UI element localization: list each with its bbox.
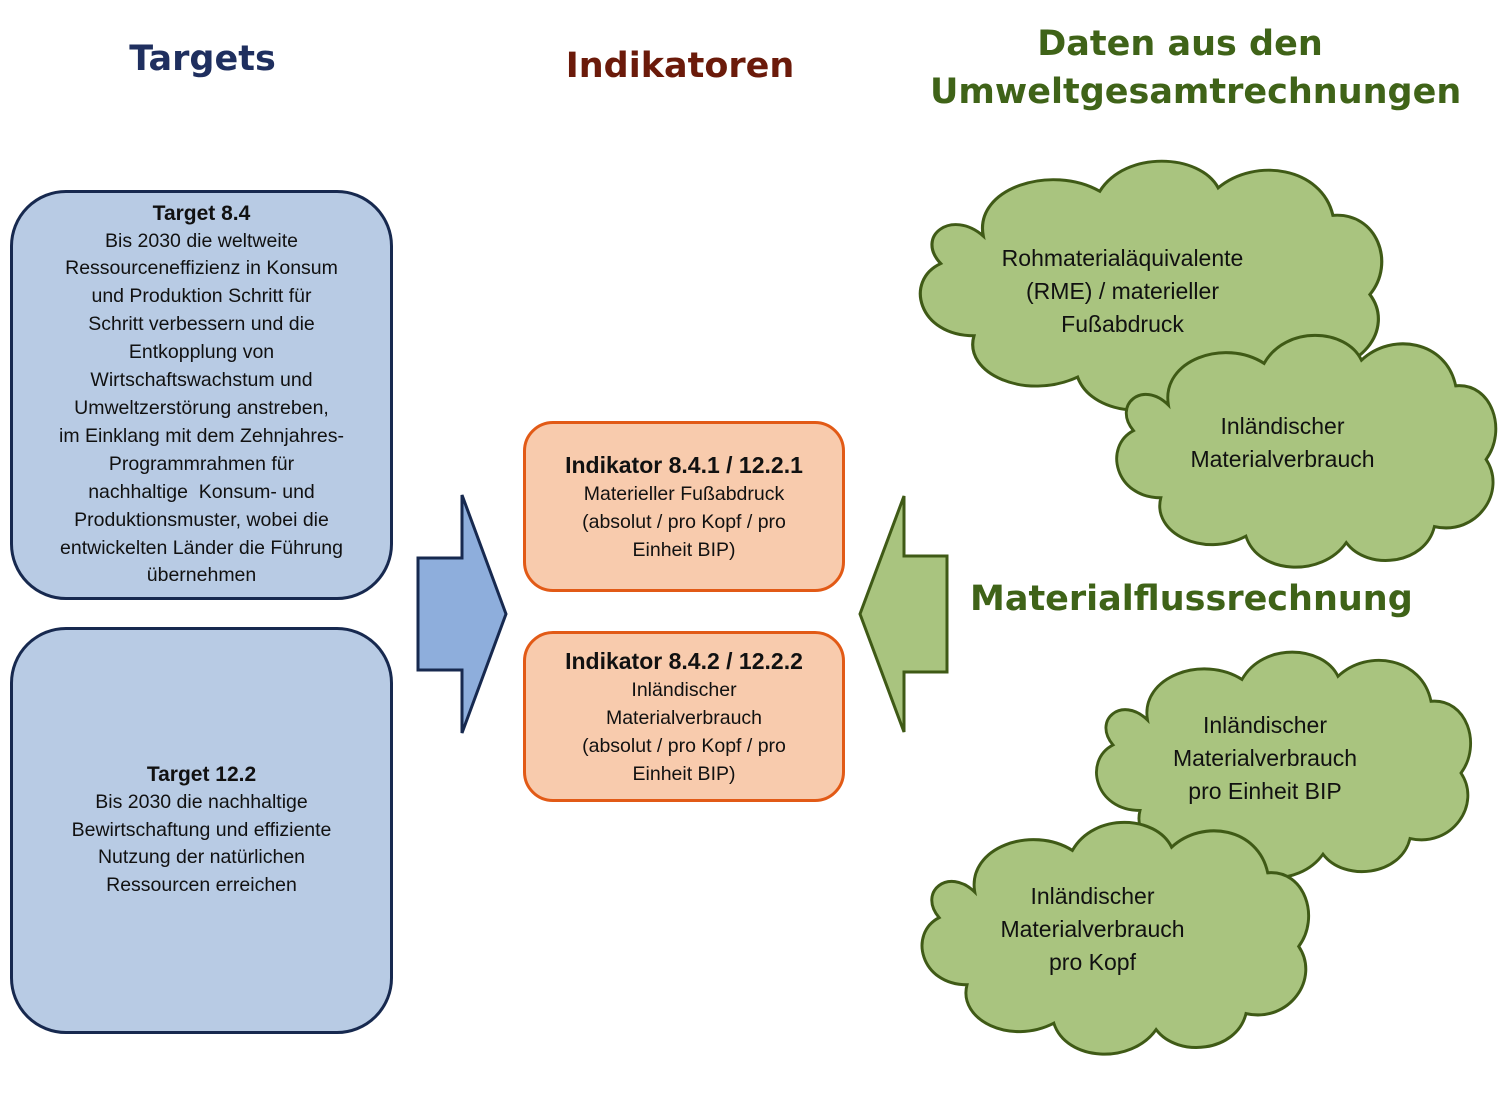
target-text-line: Programmrahmen für: [108, 452, 295, 475]
target-8-4-box: Target 8.4 Bis 2030 die weltweite Ressou…: [10, 190, 393, 600]
indikatoren-heading: Indikatoren: [565, 46, 795, 86]
target-12-2-box: Target 12.2 Bis 2030 die nachhaltige Bew…: [10, 627, 393, 1034]
cloud-materialverbrauch-pro-kopf-label: Inländischer Materialverbrauch pro Kopf: [965, 880, 1220, 979]
indicator-text-line: Materialverbrauch: [605, 706, 763, 729]
target-text-line: Nutzung der natürlichen: [97, 846, 306, 869]
target-text-line: Bis 2030 die nachhaltige: [95, 790, 308, 813]
indicator-text-line: Einheit BIP): [632, 538, 736, 561]
umweltgesamtrechnungen-heading-line-1: Daten aus den: [1037, 24, 1323, 64]
cloud-text-line: Inländischer: [1202, 712, 1328, 738]
target-text-line: Bewirtschaftung und effiziente: [71, 818, 332, 841]
indicator-text-line: (absolut / pro Kopf / pro: [582, 510, 786, 533]
target-text-line: Umweltzerstörung anstreben,: [74, 397, 329, 419]
target-text-line: im Einklang mit dem Zehnjahres-: [58, 424, 345, 447]
indicator-text-line: Materieller Fußabdruck: [583, 482, 785, 505]
indicator-text-line: (absolut / pro Kopf / pro: [582, 734, 786, 757]
indikator-8-4-2-box: Indikator 8.4.2 / 12.2.2 Inländischer Ma…: [523, 631, 845, 802]
umweltgesamtrechnungen-heading: Daten aus den Umweltgesamtrechnungen: [930, 20, 1462, 116]
cloud-text-line: Materialverbrauch: [1190, 446, 1375, 472]
target-title: Target 8.4: [152, 201, 251, 225]
cloud-text-line: Fußabdruck: [1061, 311, 1184, 337]
cloud-text-line: Inländischer: [1030, 883, 1155, 909]
target-text-line: Wirtschaftswachstum und: [90, 369, 313, 392]
cloud-text-line: Inländischer: [1220, 413, 1345, 439]
cloud-rme-label: Rohmaterialäquivalente (RME) / materiell…: [975, 242, 1270, 341]
target-text-line: entwickelten Länder die Führung: [60, 536, 343, 559]
target-text-line: übernehmen: [146, 564, 257, 587]
target-text-line: Entkopplung von: [128, 341, 275, 364]
target-text-line: nachhaltige Konsum- und: [88, 480, 315, 503]
targets-heading: Targets: [129, 39, 276, 79]
cloud-materialverbrauch-pro-bip-label: Inländischer Materialverbrauch pro Einhe…: [1125, 709, 1405, 808]
cloud-text-line: pro Kopf: [1049, 949, 1136, 975]
cloud-text-line: pro Einheit BIP: [1188, 778, 1342, 804]
cloud-text-line: Materialverbrauch: [1172, 745, 1358, 771]
cloud-text-line: (RME) / materieller: [1026, 278, 1219, 304]
cloud-inlaendischer-materialverbrauch-label: Inländischer Materialverbrauch: [1160, 410, 1405, 476]
indicator-text-line: Inländischer: [631, 678, 737, 701]
arrow-left: [858, 495, 949, 733]
indicator-title: Indikator 8.4.2 / 12.2.2: [565, 647, 803, 674]
target-text-line: Ressourcen erreichen: [106, 874, 297, 897]
cloud-text-line: Materialverbrauch: [1000, 916, 1185, 942]
target-text-line: Schritt verbessern und die: [88, 313, 315, 336]
target-text-line: und Produktion Schritt für: [91, 285, 312, 308]
umweltgesamtrechnungen-heading-line-2: Umweltgesamtrechnungen: [930, 72, 1462, 112]
target-text-line: Produktionsmuster, wobei die: [74, 508, 329, 531]
cloud-text-line: Rohmaterialäquivalente: [1001, 245, 1244, 271]
target-text-line: Ressourceneffizienz in Konsum: [65, 257, 338, 280]
indicator-title: Indikator 8.4.1 / 12.2.1: [565, 451, 803, 478]
materialflussrechnung-heading: Materialflussrechnung: [970, 579, 1413, 619]
target-text-line: Bis 2030 die weltweite: [105, 229, 298, 252]
indicator-text-line: Einheit BIP): [632, 762, 736, 785]
indikator-8-4-1-box: Indikator 8.4.1 / 12.2.1 Materieller Fuß…: [523, 421, 845, 592]
target-title: Target 12.2: [146, 762, 257, 786]
arrow-right: [416, 494, 508, 734]
